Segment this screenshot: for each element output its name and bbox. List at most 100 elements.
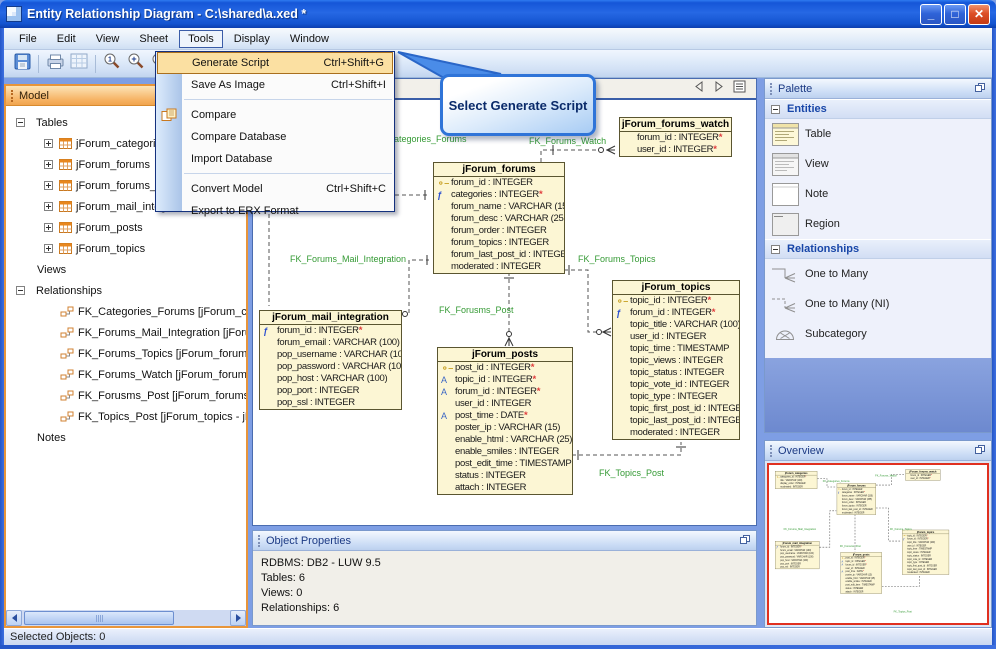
table-thumb-icon [765,122,805,146]
palette-section-relationships[interactable]: Relationships [765,239,991,259]
next-sheet-icon[interactable] [713,80,725,98]
sheet-list-icon[interactable] [733,80,746,98]
scroll-right-button[interactable] [230,610,246,626]
not-null-marker: * [530,362,535,373]
field-text: title : VARCHAR (100) [780,478,803,482]
tree-item-fk-forums-topics-jforum-forums[interactable]: FK_Forums_Topics [jForum_forums [6,343,246,364]
field-text: poster_ip : VARCHAR (15) [455,422,561,433]
zoom-in-button[interactable]: + [124,52,148,76]
collapse-icon[interactable] [16,118,25,127]
tree-item-jforum-categories[interactable]: jForum_categories [6,133,246,154]
title-bar[interactable]: Entity Relationship Diagram - C:\shared\… [0,0,996,28]
minimize-button[interactable]: _ [920,3,942,25]
print-button[interactable] [43,52,67,76]
horizontal-scrollbar[interactable] [6,610,246,626]
palette-item-table[interactable]: Table [765,119,991,149]
collapse-icon[interactable] [771,244,780,254]
expand-icon[interactable] [44,202,53,211]
palette-item-note[interactable]: Note [765,179,991,209]
expand-icon[interactable] [44,223,53,232]
expand-icon[interactable] [44,181,53,190]
tree-item-jforum-posts[interactable]: jForum_posts [6,217,246,238]
tree-item-fk-forums-watch-jforum-forums[interactable]: FK_Forums_Watch [jForum_forums [6,364,246,385]
palette-section-entities[interactable]: Entities [765,99,991,119]
menu-tools[interactable]: Tools [179,29,223,48]
undock-icon[interactable] [975,82,986,95]
not-null-marker: * [805,475,807,479]
collapse-icon[interactable] [16,286,25,295]
tree-item-notes[interactable]: Notes [6,427,246,448]
tree-item-fk-forusms-post-jforum-forums[interactable]: FK_Forusms_Post [jForum_forums [6,385,246,406]
menu-item-compare-database[interactable]: Compare Database [182,126,394,148]
expand-icon[interactable] [44,244,53,253]
save-button[interactable] [10,52,34,76]
menu-sheet[interactable]: Sheet [139,32,169,45]
tree-item-fk-forums-mail-integration-jforu[interactable]: FK_Forums_Mail_Integration [jForu [6,322,246,343]
field-text: forum_id : INTEGER [910,473,931,477]
entity-jforum_categories[interactable]: jForum_categories⚬–categories_id : INTEG… [775,471,818,489]
entity-field: post_edit_time : TIMESTAMP [841,583,882,587]
menu-window[interactable]: Window [289,32,329,45]
tree-item-jforum-forums[interactable]: jForum_forums [6,154,246,175]
grid-icon [70,53,88,74]
object-properties-header[interactable]: Object Properties [253,531,756,551]
tree-item-jforum-topics[interactable]: jForum_topics [6,238,246,259]
palette-item-subcategory[interactable]: Subcategory [765,319,991,349]
palette-item-region[interactable]: Region [765,209,991,239]
menu-edit[interactable]: Edit [56,32,76,45]
palette-header[interactable]: Palette [765,79,991,99]
menu-display[interactable]: Display [233,32,270,45]
menu-item-compare[interactable]: Compare [161,104,394,126]
grid-button[interactable] [67,52,91,76]
expand-icon[interactable] [44,160,53,169]
tree-item-relationships[interactable]: Relationships [6,280,246,301]
tree-item-views[interactable]: Views [6,259,246,280]
scroll-left-button[interactable] [6,610,22,626]
close-button[interactable]: ✕ [968,3,990,25]
entity-field: display_order : INTEGER [775,482,816,485]
menu-item-export-to-erx-format[interactable]: Export to ERX Format [182,200,394,222]
field-text: forum_desc : VARCHAR (255) [451,213,565,224]
tree-item-fk-topics-post-jforum-topics-jf[interactable]: FK_Topics_Post [jForum_topics - jF [6,406,246,427]
menu-view[interactable]: View [95,32,120,45]
overview-map[interactable]: jForum_categories⚬–categories_id : INTEG… [767,463,989,625]
menu-item-label: Export to ERX Format [191,205,299,217]
expand-icon[interactable] [44,139,53,148]
menu-file[interactable]: File [19,32,37,45]
overview-header[interactable]: Overview [765,441,991,461]
undock-icon[interactable] [740,534,751,547]
palette-item-one-to-many-ni[interactable]: One to Many (NI) [765,289,991,319]
tree-item-tables[interactable]: Tables [6,112,246,133]
menu-item-import-database[interactable]: Import Database [182,148,394,170]
zoom-100-button[interactable]: 1 [100,52,124,76]
field-text: topic_title : VARCHAR (100) [907,541,936,544]
one-to-many-ni-icon [765,295,805,314]
field-text: moderated : INTEGER [780,485,803,489]
maximize-button[interactable]: □ [944,3,966,25]
palette-empty-area [765,358,991,432]
menu-separator [184,99,392,101]
scrollbar-thumb[interactable] [24,611,174,625]
prev-sheet-icon[interactable] [693,80,705,98]
menu-item-label: Compare [191,109,237,121]
palette-item-view[interactable]: View [765,149,991,179]
undock-icon[interactable] [975,444,986,457]
palette-item-one-to-many[interactable]: One to Many [765,259,991,289]
tree-item-fk-categories-forums-jforum-ca[interactable]: FK_Categories_Forums [jForum_ca [6,301,246,322]
collapse-icon[interactable] [771,104,780,114]
